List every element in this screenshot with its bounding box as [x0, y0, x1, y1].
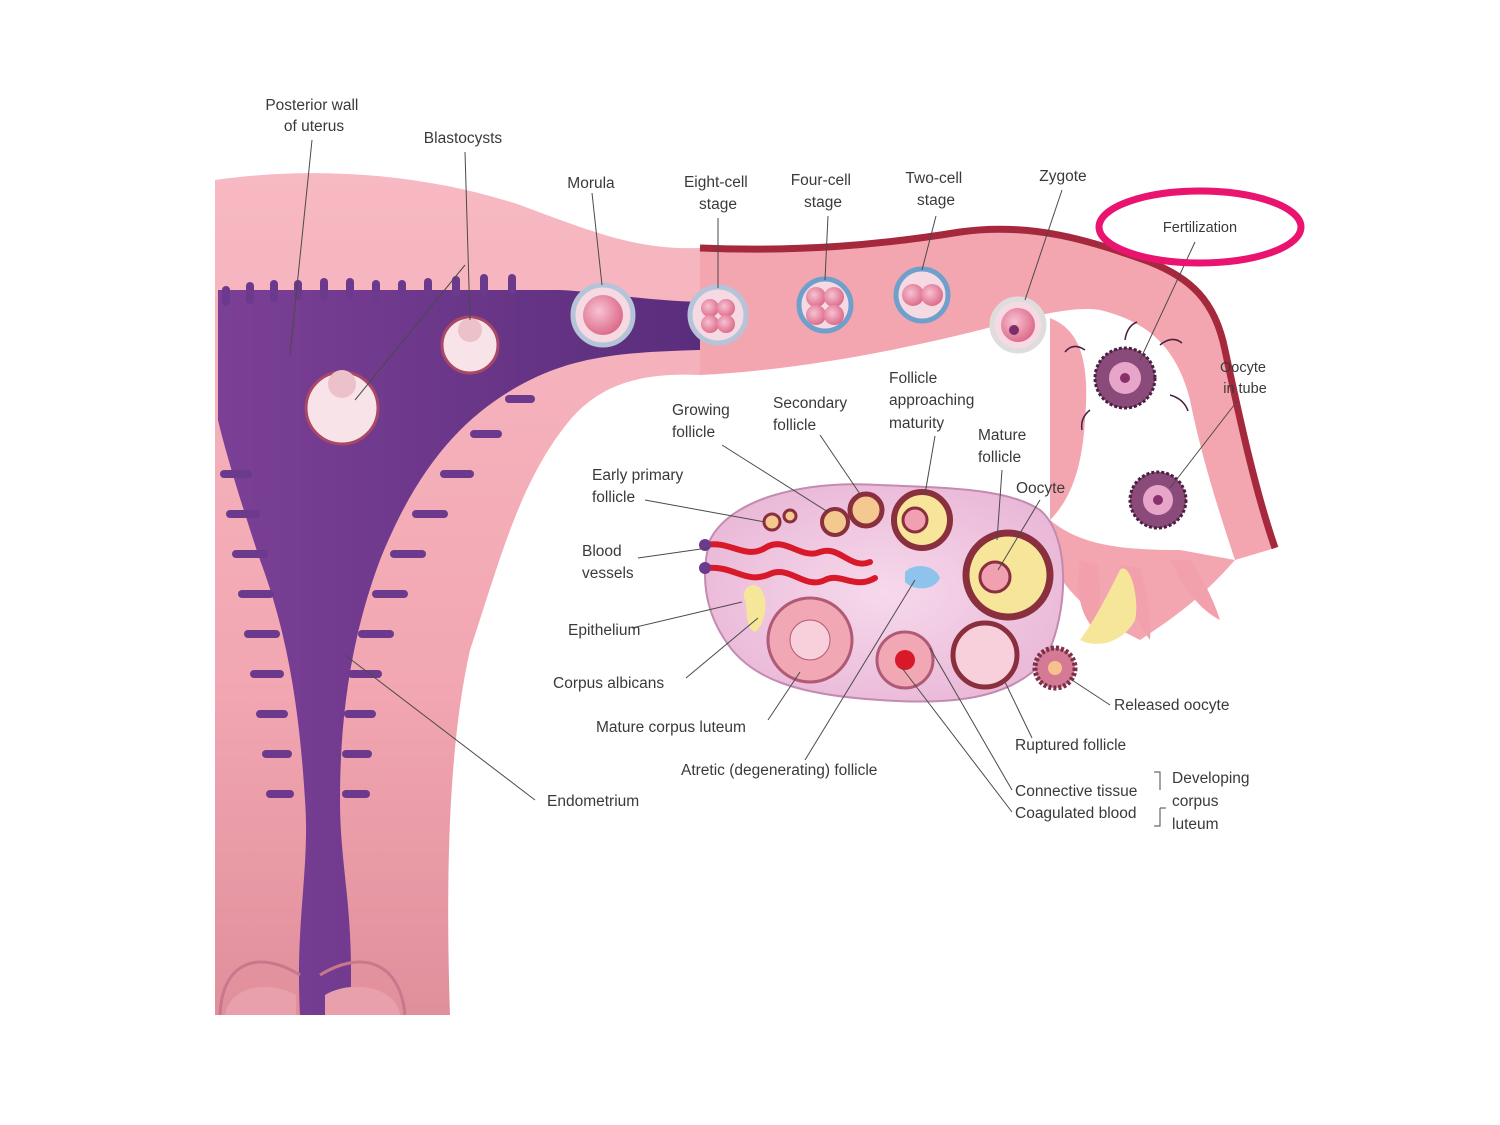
endometrial-glands [220, 274, 535, 798]
label-blood-vessels: Blood vessels [582, 543, 634, 582]
endometrium-cavity [218, 290, 700, 1015]
label-mature-corpus-luteum: Mature corpus luteum [596, 719, 746, 736]
label-two-cell: Two-cell stage [905, 170, 966, 209]
label-four-cell: Four-cell stage [791, 172, 856, 211]
label-early-primary: Early primary follicle [592, 467, 688, 506]
label-developing-corpus-luteum: Developing corpus luteum [1172, 770, 1254, 833]
label-eight-cell: Eight-cell stage [684, 174, 752, 213]
label-atretic-follicle: Atretic (degenerating) follicle [681, 762, 877, 779]
ruptured-follicle-shape [950, 620, 1020, 690]
label-fertilization: Fertilization [1163, 220, 1237, 236]
label-coagulated-blood: Coagulated blood [1015, 805, 1137, 822]
labels: Posterior wall of uterus Blastocysts Mor… [265, 97, 1270, 833]
label-blastocysts: Blastocysts [424, 130, 503, 147]
secondary-follicle-shape [847, 491, 885, 529]
label-oocyte-in-tube: Oocyte in tube [1220, 360, 1270, 397]
eight-cell [687, 284, 749, 346]
ovary [699, 483, 1065, 703]
label-epithelium: Epithelium [568, 622, 640, 639]
oocyte-in-tube-cell [1128, 470, 1188, 530]
blood-vessels [702, 541, 878, 586]
label-secondary-follicle: Secondary follicle [773, 395, 851, 434]
label-released-oocyte: Released oocyte [1114, 697, 1229, 714]
label-morula: Morula [567, 175, 615, 192]
label-corpus-albicans: Corpus albicans [553, 675, 664, 692]
label-endometrium: Endometrium [547, 793, 639, 810]
label-connective-tissue: Connective tissue [1015, 783, 1137, 800]
released-oocyte-shape [1032, 645, 1078, 691]
label-oocyte: Oocyte [1016, 480, 1065, 497]
early-primary-follicle-shape [762, 512, 782, 532]
label-mature-follicle: Mature follicle [978, 427, 1031, 466]
growing-follicle-shape [820, 507, 850, 537]
label-follicle-approaching: Follicle approaching maturity [889, 370, 979, 432]
label-ruptured-follicle: Ruptured follicle [1015, 737, 1126, 754]
label-posterior-wall: Posterior wall of uterus [265, 97, 362, 135]
four-cell [796, 276, 854, 334]
label-growing-follicle: Growing follicle [672, 402, 734, 441]
fertilization-oocyte [1064, 321, 1189, 431]
leader-lines [289, 139, 1239, 827]
embryo-stages [304, 266, 1189, 530]
fertilization-highlight-ellipse [1095, 187, 1305, 267]
label-zygote: Zygote [1039, 168, 1086, 185]
